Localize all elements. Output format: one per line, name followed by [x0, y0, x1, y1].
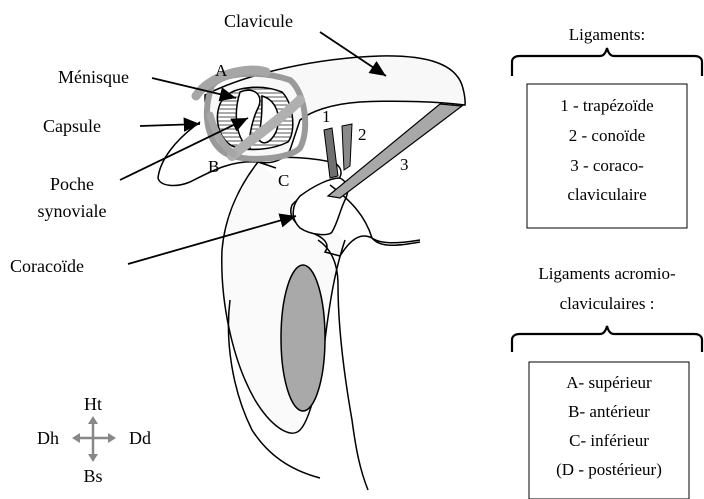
ac-ligaments-title-2: claviculaires : [560, 294, 655, 313]
compass-right: Dd [129, 428, 151, 448]
label-poche: Poche [50, 174, 94, 194]
ligament-item-3b: claviculaire [567, 185, 646, 204]
compass-down: Bs [83, 466, 102, 486]
ac-item-a: A- supérieur [566, 373, 652, 392]
point-a: A [215, 61, 228, 80]
ac-item-c: C- inférieur [569, 431, 649, 450]
label-synoviale: synoviale [38, 201, 107, 221]
compass-up: Ht [84, 394, 102, 414]
ligament-item-2: 2 - conoïde [569, 126, 645, 145]
label-coracoide: Coracoïde [10, 256, 84, 276]
label-clavicule: Clavicule [224, 11, 293, 31]
point-1: 1 [322, 107, 331, 126]
ac-ligaments-title-1: Ligaments acromio- [538, 264, 676, 283]
point-2: 2 [358, 125, 367, 144]
ligament-item-1: 1 - trapézoïde [560, 96, 653, 115]
point-3: 3 [400, 155, 409, 174]
point-b: B [208, 157, 219, 176]
ac-item-b: B- antérieur [568, 402, 650, 421]
ligament-2-conoide [342, 124, 352, 170]
ligaments-brace [512, 48, 702, 76]
orientation-compass [72, 416, 116, 462]
ac-item-d: (D - postérieur) [556, 460, 662, 479]
point-c: C [278, 171, 289, 190]
compass-left: Dh [37, 428, 59, 448]
label-capsule: Capsule [43, 116, 101, 136]
arrow-capsule [140, 124, 200, 126]
ligament-1-trapezoide [324, 128, 338, 178]
muscle-oval [281, 265, 325, 411]
ligaments-title: Ligaments: [569, 25, 645, 44]
label-menisque: Ménisque [58, 67, 129, 87]
ac-ligaments-brace [512, 326, 702, 352]
ligament-item-3a: 3 - coraco- [570, 156, 644, 175]
